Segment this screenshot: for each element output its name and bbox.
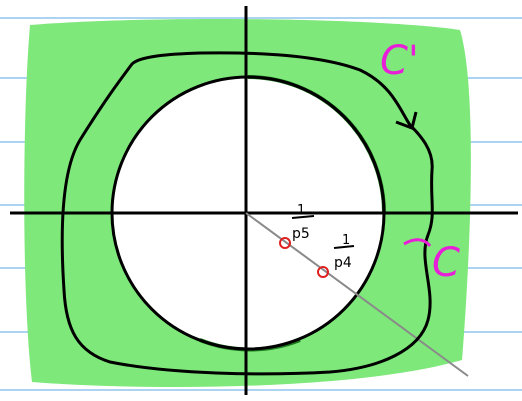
label-p5-numerator: 1 [297, 203, 305, 218]
point-one-over-p4 [317, 266, 329, 278]
label-c-prime: C' [380, 38, 419, 84]
label-c: C [432, 240, 460, 286]
label-p4-numerator: 1 [342, 233, 350, 248]
point-one-over-p5 [279, 237, 291, 249]
outer-contour-c-prime [60, 51, 434, 376]
label-p4-fraction-bar [333, 245, 355, 249]
label-p4-denominator: p4 [334, 255, 352, 271]
ray [245, 212, 469, 377]
label-p5-denominator: p5 [292, 226, 310, 242]
label-p5-fraction-bar [291, 215, 315, 219]
label-c-pointer [403, 238, 432, 247]
contour-direction-arrow [395, 111, 418, 130]
